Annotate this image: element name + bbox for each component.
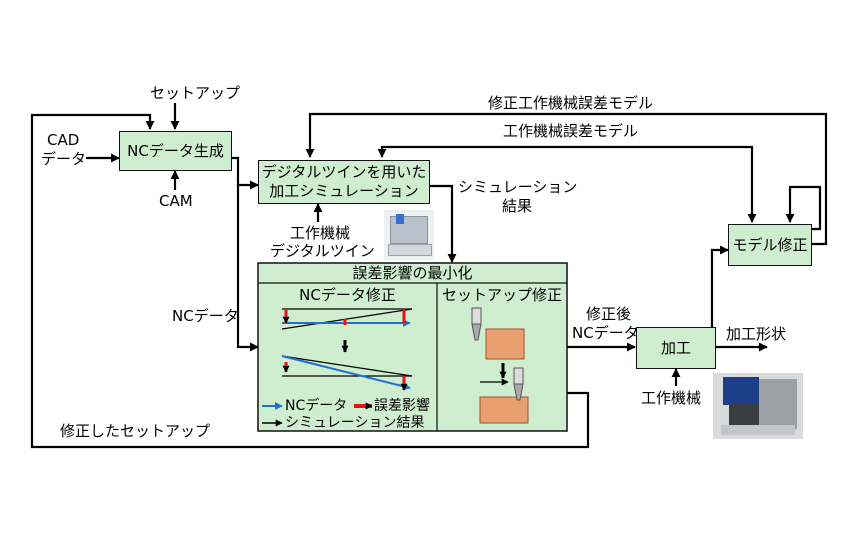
legend-nc-data: NCデータ <box>285 398 348 414</box>
setup-correction-drawing <box>471 307 529 424</box>
arrow-corrected-model <box>305 112 828 246</box>
simulation-label-line2: 加工シミュレーション <box>269 182 419 200</box>
corrected-model-label: 修正工作機械誤差モデル <box>488 94 654 112</box>
simulation-label-line1: デジタルツインを用いた <box>261 163 427 181</box>
model-correction-box: モデル修正 <box>728 224 812 266</box>
sim-result-label-line1: シミュレーション <box>458 178 578 196</box>
model-correction-label: モデル修正 <box>732 235 808 254</box>
sim-result-label-line2: 結果 <box>502 197 533 215</box>
arrow-nc-to-min <box>236 185 259 352</box>
cad-label-line1: CAD <box>47 131 80 149</box>
arrow-error-model <box>568 145 757 223</box>
arrow-to-model-fix <box>710 245 729 347</box>
setup-correction-title: セットアップ修正 <box>441 286 562 304</box>
digital-twin-label-line2: デジタルツイン <box>270 242 375 260</box>
simulation-box: デジタルツインを用いた 加工シミュレーション <box>258 160 430 204</box>
nc-generation-label: NCデータ生成 <box>127 141 224 160</box>
corrected-nc-label-line1: 修正後 <box>586 305 632 323</box>
legend-error-effect: 誤差影響 <box>374 398 430 414</box>
cad-label-line2: データ <box>41 150 87 168</box>
arrow-corrected-setup <box>30 113 590 449</box>
digital-twin-label-line1: 工作機械 <box>290 224 351 242</box>
nc-correction-title: NCデータ修正 <box>299 286 396 304</box>
nc-data-label: NCデータ <box>172 307 239 325</box>
machine-tool-photo <box>713 373 803 439</box>
digital-twin-image <box>384 210 434 260</box>
error-model-label: 工作機械誤差モデル <box>503 122 639 140</box>
corrected-setup-label: 修正したセットアップ <box>60 422 211 440</box>
setup-label: セットアップ <box>150 84 241 102</box>
machine-tool-label: 工作機械 <box>641 389 702 407</box>
cam-label: CAM <box>159 192 193 210</box>
arrow-model-loop <box>785 185 822 231</box>
arrow-error-model-left <box>377 145 568 158</box>
nc-generation-box: NCデータ生成 <box>119 131 232 171</box>
machining-label: 加工 <box>660 338 691 357</box>
arrow-sim-result <box>430 184 457 263</box>
machining-box: 加工 <box>636 327 716 369</box>
corrected-nc-label-line2: NCデータ <box>572 324 639 342</box>
arrow-nc-to-sim <box>232 156 259 190</box>
nc-correction-drawing <box>262 308 413 427</box>
machined-shape-label: 加工形状 <box>726 325 787 343</box>
legend-sim-result: シミュレーション結果 <box>285 415 425 431</box>
minimize-title: 誤差影響の最小化 <box>352 264 473 282</box>
